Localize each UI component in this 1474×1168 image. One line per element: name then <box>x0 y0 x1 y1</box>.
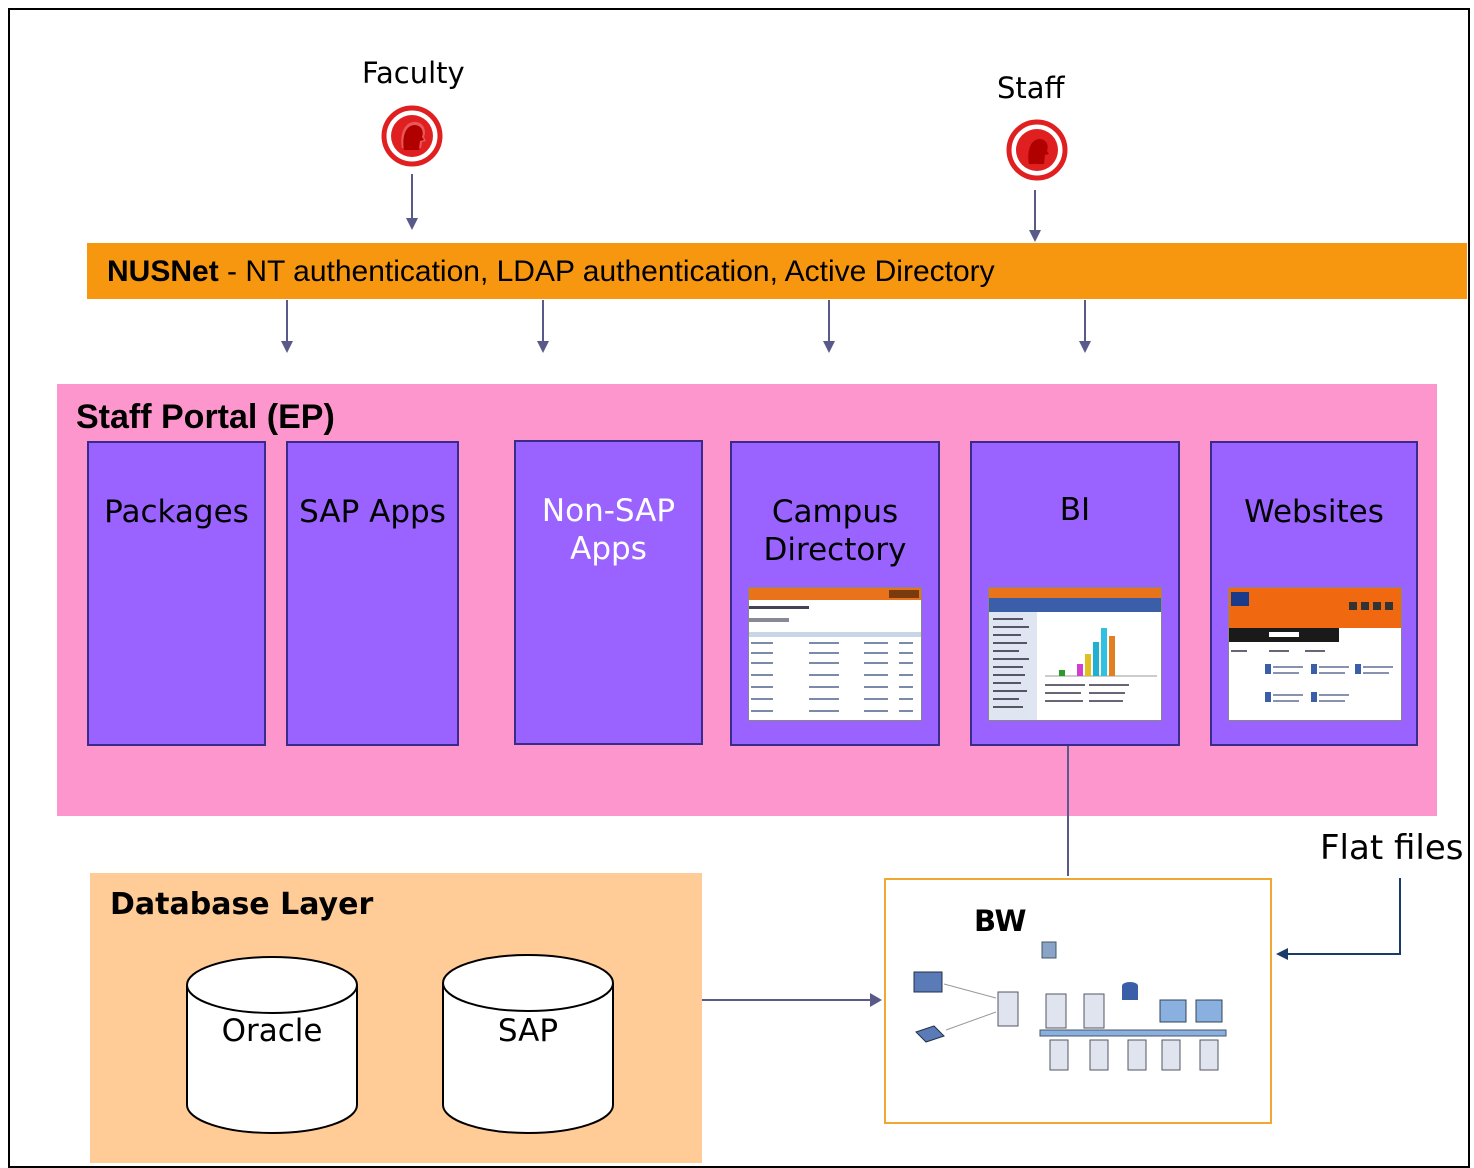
staff-person-icon <box>1006 119 1068 181</box>
oracle-cylinder <box>186 956 358 1134</box>
campus-directory-box: Campus Directory <box>730 441 940 746</box>
websites-box: Websites <box>1210 441 1418 746</box>
oracle-label: Oracle <box>221 1013 323 1049</box>
campus-directory-label: Campus Directory <box>763 494 907 568</box>
bw-architecture-graphic <box>913 941 1227 1071</box>
packages-box: Packages <box>87 441 266 746</box>
bw-box: BW <box>884 878 1272 1124</box>
non-sap-apps-box: Non-SAP Apps <box>514 440 703 745</box>
bi-screenshot <box>988 587 1162 721</box>
directory-thumbnail-image <box>749 588 921 712</box>
websites-thumbnail-image <box>1229 588 1401 702</box>
campus-directory-screenshot <box>748 587 922 721</box>
websites-screenshot <box>1228 587 1402 721</box>
flat-files-label: Flat files <box>1320 828 1464 868</box>
websites-label: Websites <box>1244 494 1384 530</box>
nusnet-name: NUSNet <box>107 255 219 288</box>
bw-title: BW <box>974 904 1027 938</box>
sap-cylinder <box>442 954 614 1134</box>
non-sap-apps-label: Non-SAP Apps <box>541 493 676 567</box>
faculty-person-icon <box>381 105 443 167</box>
sap-label: SAP <box>497 1013 559 1049</box>
database-cylinders <box>186 954 614 1134</box>
sap-apps-box: SAP Apps <box>286 441 459 746</box>
nusnet-bar: NUSNet - NT authentication, LDAP authent… <box>87 243 1467 299</box>
nusnet-description: - NT authentication, LDAP authentication… <box>218 255 995 288</box>
sap-apps-label: SAP Apps <box>299 494 446 530</box>
packages-label: Packages <box>104 494 249 530</box>
database-layer: Database Layer Oracle SAP <box>90 873 702 1163</box>
bi-box: BI <box>970 441 1180 746</box>
bi-thumbnail-image <box>989 588 1161 720</box>
database-layer-title: Database Layer <box>110 887 374 922</box>
bi-label: BI <box>1059 492 1091 528</box>
staff-portal: Staff Portal (EP) Packages SAP Apps Non-… <box>57 384 1437 816</box>
portal-title: Staff Portal (EP) <box>76 398 335 436</box>
faculty-label: Faculty <box>362 56 465 90</box>
staff-label: Staff <box>997 71 1065 105</box>
nusnet-text: NUSNet - NT authentication, LDAP authent… <box>107 255 995 289</box>
